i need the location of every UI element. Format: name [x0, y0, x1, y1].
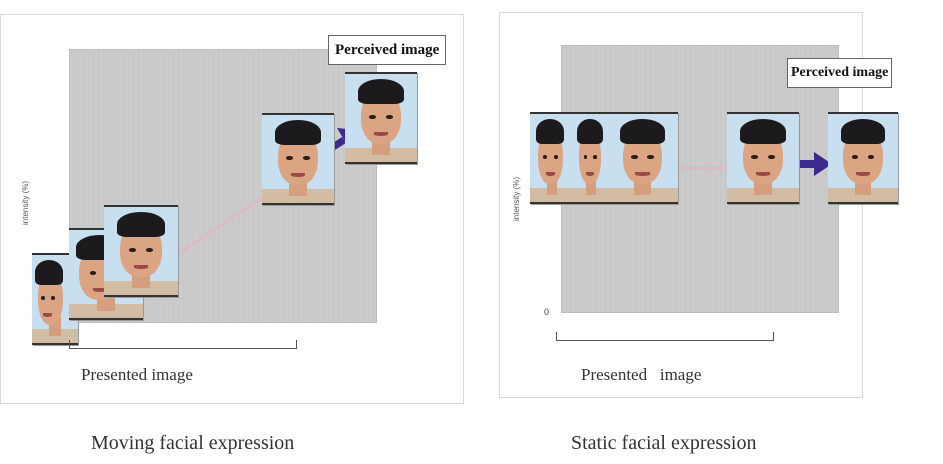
static-expression-caption: Static facial expression — [571, 432, 757, 454]
zero-label: 0 — [544, 307, 550, 317]
arrow-icon — [798, 152, 832, 176]
moving-expression-caption: Moving facial expression — [91, 432, 295, 454]
perceived-image-label: Perceived image — [787, 58, 893, 88]
face-image — [607, 112, 678, 204]
presented-range-bracket — [69, 340, 297, 349]
presented-image-label: Presented image — [81, 365, 193, 384]
face-image — [571, 112, 611, 204]
face-image — [262, 113, 334, 205]
perceived-image-label: Perceived image — [328, 35, 447, 65]
perceived-face-image — [828, 112, 898, 204]
face-image — [727, 112, 799, 204]
face-image — [104, 205, 178, 297]
presented-image-label: Presented image — [581, 365, 702, 384]
intensity-trend-line — [177, 197, 263, 255]
presented-range-bracket — [556, 332, 774, 341]
perceived-face-image — [345, 72, 417, 164]
face-image — [530, 112, 574, 204]
